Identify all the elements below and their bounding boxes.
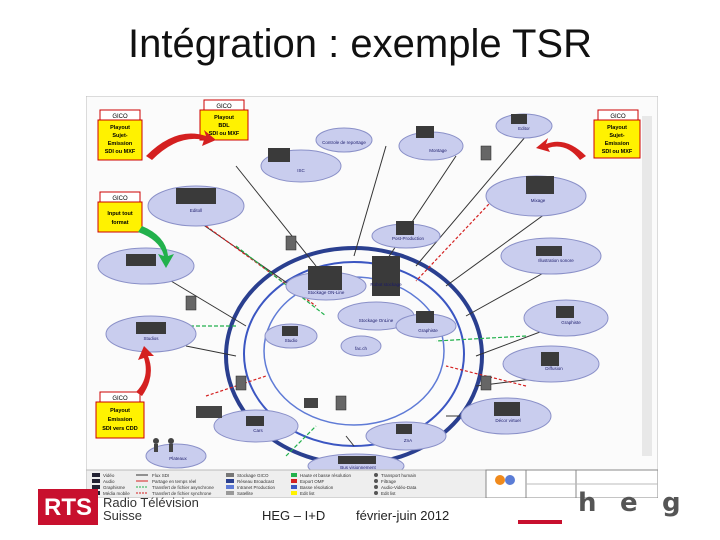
svg-text:Controle de reportage: Controle de reportage: [322, 140, 366, 145]
svg-text:Vidéo: Vidéo: [103, 473, 115, 478]
heg-accent-line: [518, 520, 562, 524]
svg-text:Playout: Playout: [214, 115, 234, 121]
svg-text:Intranet Production: Intranet Production: [237, 485, 276, 490]
svg-text:Transfert de fichier asynchron: Transfert de fichier asynchrone: [152, 485, 214, 490]
svg-text:Studios: Studios: [143, 336, 159, 341]
svg-text:Diffusion: Diffusion: [545, 366, 563, 371]
svg-text:Stockage ON-Line: Stockage ON-Line: [308, 290, 345, 295]
gico-box-5: GICO Playout Emission SDI vers CDD: [95, 391, 145, 439]
svg-text:SDI vers CDD: SDI vers CDD: [102, 426, 137, 432]
svg-text:fac.ch: fac.ch: [355, 346, 368, 351]
rts-line2: Suisse: [103, 508, 143, 523]
svg-text:Mixage: Mixage: [531, 198, 546, 203]
node-zna: [365, 421, 447, 451]
svg-text:Plateaux: Plateaux: [169, 456, 187, 461]
svg-text:Robot stockage: Robot stockage: [370, 282, 402, 287]
svg-text:Editor: Editor: [518, 126, 530, 131]
svg-text:SDI ou MXF: SDI ou MXF: [105, 149, 136, 155]
svg-text:Décor virtuel: Décor virtuel: [495, 418, 520, 423]
svg-text:Emission: Emission: [108, 417, 133, 423]
node-controle: [315, 127, 373, 153]
heg-letter-h: h: [578, 488, 597, 518]
svg-text:ISC: ISC: [297, 168, 305, 173]
svg-text:Basse résolution: Basse résolution: [300, 485, 334, 490]
svg-text:Edit list: Edit list: [300, 491, 315, 496]
red-arrow-2: [536, 138, 586, 160]
svg-text:Bus visionnement: Bus visionnement: [340, 465, 376, 470]
svg-text:Playout: Playout: [607, 125, 627, 131]
node-editoll: [147, 185, 245, 227]
svg-text:Stockage GICO: Stockage GICO: [237, 473, 269, 478]
rts-line1: Radio Télévision: [103, 495, 199, 510]
gico-box-1: GICO Playout Sujet- Emission SDI ou MXF: [97, 109, 143, 161]
svg-text:Montage: Montage: [429, 148, 447, 153]
svg-text:Flux SDI: Flux SDI: [152, 473, 169, 478]
footer-date: février-juin 2012: [356, 508, 450, 523]
gico-box-3: GICO Playout Sujet- Emission SDI ou MXF: [593, 109, 641, 159]
svg-text:Filtrage: Filtrage: [381, 479, 397, 484]
green-arrow: [138, 226, 174, 268]
svg-text:Input tout: Input tout: [107, 211, 133, 217]
svg-text:Transport humain: Transport humain: [381, 473, 417, 478]
svg-text:Audio-Vidéo-Data: Audio-Vidéo-Data: [381, 485, 417, 490]
svg-text:SDI ou MXF: SDI ou MXF: [602, 149, 633, 155]
svg-text:Emission: Emission: [605, 141, 630, 147]
svg-text:Illustration sonore: Illustration sonore: [538, 258, 574, 263]
svg-text:SDI ou MXF: SDI ou MXF: [209, 131, 240, 137]
svg-text:Graphiste: Graphiste: [561, 320, 581, 325]
red-arrow-3: [136, 346, 154, 396]
svg-text:ZnA: ZnA: [404, 438, 412, 443]
svg-text:GICO: GICO: [610, 114, 626, 120]
svg-text:GICO: GICO: [112, 196, 128, 202]
svg-text:Editoll: Editoll: [190, 208, 202, 213]
svg-text:GICO: GICO: [112, 396, 128, 402]
node-plateaux: [145, 443, 207, 469]
red-arrow-1: [146, 130, 216, 160]
svg-text:Haute et basse résolution: Haute et basse résolution: [300, 473, 352, 478]
rts-logo-caption: Radio Télévision Suisse: [103, 496, 199, 522]
heg-letter-g: g: [662, 488, 681, 518]
tsr-integration-diagram: GICO Playout Sujet- Emission SDI ou MXF …: [86, 96, 658, 498]
svg-text:Stockage OnLine: Stockage OnLine: [359, 318, 394, 323]
svg-text:Graphisme: Graphisme: [103, 485, 126, 490]
gico-box-4: GICO Input tout format: [97, 191, 143, 233]
svg-text:Partage en temps réel: Partage en temps réel: [152, 479, 196, 484]
svg-text:GICO: GICO: [216, 104, 232, 110]
svg-text:Transfert de fichier synchrone: Transfert de fichier synchrone: [152, 491, 212, 496]
svg-text:Edit list: Edit list: [381, 491, 396, 496]
heg-letter-e: e: [620, 488, 638, 518]
gico-1-tag: GICO: [112, 114, 128, 120]
svg-text:Sujet-: Sujet-: [609, 133, 624, 139]
svg-text:Média mobile: Média mobile: [103, 491, 130, 496]
node-fac: [340, 335, 382, 357]
rts-logo: RTS: [38, 489, 98, 525]
svg-text:Graphiste: Graphiste: [418, 328, 438, 333]
rts-logo-text: RTS: [44, 494, 92, 521]
svg-text:Playout: Playout: [110, 125, 130, 131]
footer-left: HEG – I+D: [262, 508, 326, 523]
svg-text:Sujet-: Sujet-: [112, 133, 127, 139]
svg-text:Audio: Audio: [103, 479, 115, 484]
svg-text:Playout: Playout: [110, 408, 130, 414]
svg-text:Studio: Studio: [285, 338, 298, 343]
svg-text:Emission: Emission: [108, 141, 133, 147]
svg-text:Réseau Broadcast: Réseau Broadcast: [237, 479, 275, 484]
svg-text:Cars: Cars: [253, 428, 263, 433]
svg-text:BDL: BDL: [218, 123, 230, 129]
svg-text:Export OMF: Export OMF: [300, 479, 325, 484]
svg-text:format: format: [111, 220, 128, 226]
slide-title: Intégration : exemple TSR: [128, 22, 592, 66]
svg-text:Post-Production: Post-Production: [392, 236, 425, 241]
svg-text:Satellite: Satellite: [237, 491, 254, 496]
